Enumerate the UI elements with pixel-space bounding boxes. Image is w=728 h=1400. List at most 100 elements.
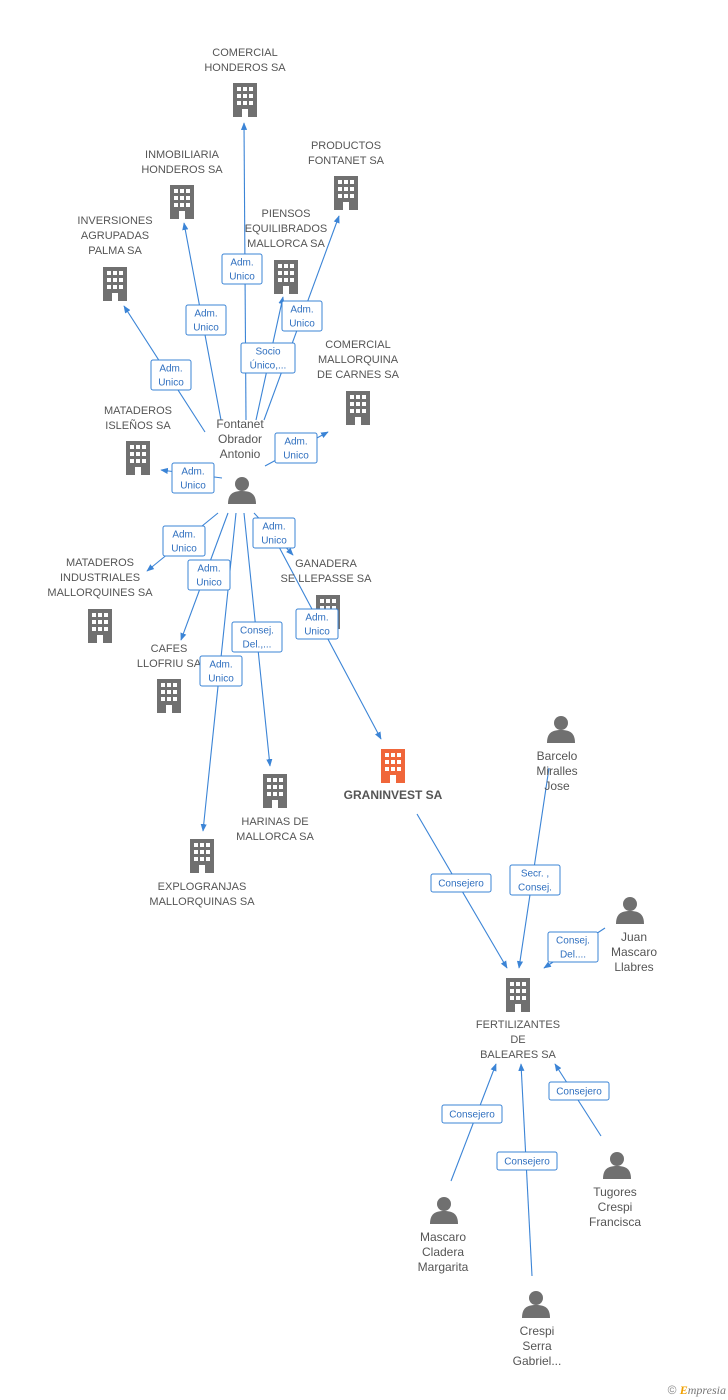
edge-label-juan-to-fertilizantes[interactable]: Consej.Del.... (547, 931, 599, 963)
node-label-line: BALEARES SA (480, 1049, 556, 1061)
node-label-line: Crespi (598, 1200, 633, 1214)
node-label-line: PALMA SA (88, 245, 142, 257)
edge-label-text: Adm. (305, 613, 328, 624)
node-label-line: FERTILIZANTES (476, 1019, 560, 1031)
edge-label-text: Unico (261, 536, 287, 547)
node-label-line: PRODUCTOS (311, 140, 381, 152)
person-icon (616, 897, 644, 924)
edge-label-box (185, 304, 227, 336)
edge-label-fontanet-to-ganadera[interactable]: Adm.Unico (252, 517, 296, 549)
edge-label-text: Del.... (560, 950, 586, 961)
edge-label-fontanet-to-inmobiliaria[interactable]: Adm.Unico (185, 304, 227, 336)
person-icon (603, 1152, 631, 1179)
edge-label-text: Adm. (181, 467, 204, 478)
node-label-line: ISLEÑOS SA (105, 419, 171, 432)
edge-label-fontanet-to-inversiones[interactable]: Adm. Unico (150, 359, 192, 391)
edge-label-box (281, 300, 323, 332)
node-label-line: Tugores (593, 1185, 637, 1199)
edge-label-text: Adm. (197, 564, 220, 575)
edge-label-fontanet-to-piensos[interactable]: SocioÚnico,... (240, 342, 296, 374)
person-icon (430, 1197, 458, 1224)
edge-label-box (547, 931, 599, 963)
node-label-line: LLOFRIU SA (137, 658, 202, 670)
edge-label-text: Consej. (240, 626, 274, 637)
building-icon (263, 774, 287, 808)
node-label-line: MALLORQUINA (318, 354, 399, 366)
node-label-line: Serra (522, 1339, 552, 1353)
edge-label-text: Consejero (449, 1110, 495, 1121)
edge-label-text: Secr. , (521, 869, 549, 880)
edge-label-text: Unico (196, 578, 222, 589)
edge-label-graninvest-to-fertilizantes[interactable]: Consejero (430, 873, 492, 893)
node-cafes[interactable]: CAFES LLOFRIU SA (137, 643, 202, 713)
edge-label-fontanet-to-comercial_honderos[interactable]: Adm.Unico (221, 253, 263, 285)
node-graninvest[interactable]: GRANINVEST SA (344, 749, 443, 802)
edge-label-fontanet-to-mataderos_industriales[interactable]: Adm.Unico (162, 525, 206, 557)
edge-label-text: Adm. (159, 364, 182, 375)
edge-label-tugores-to-fertilizantes[interactable]: Consejero (548, 1081, 610, 1101)
edge-label-text: Unico (193, 323, 219, 334)
edge-label-text: Adm. (172, 530, 195, 541)
edge-label-fontanet-to-comercial_mallorquina[interactable]: Adm.Unico (274, 432, 318, 464)
empresia-logo[interactable]: Empresia (679, 1383, 726, 1397)
node-label-line: Fontanet (216, 417, 264, 431)
node-label-line: Miralles (536, 764, 577, 778)
edge-label-box (199, 655, 243, 687)
node-label-line: Francisca (589, 1215, 641, 1229)
edge-label-box (162, 525, 206, 557)
building-icon (157, 679, 181, 713)
edge-label-fontanet-to-graninvest[interactable]: Adm.Unico (295, 608, 339, 640)
node-label-line: AGRUPADAS (81, 230, 149, 242)
edge-label-fontanet-to-explogranjas[interactable]: Adm.Unico (199, 655, 243, 687)
node-label-line: CAFES (151, 643, 188, 655)
edge-label-barcelo-to-fertilizantes[interactable]: Secr. ,Consej. (509, 864, 561, 896)
edge-label-text: Unico (229, 272, 255, 283)
edge-label-text: Unico (158, 378, 184, 389)
edge-label-fontanet-to-mataderos_islenos[interactable]: Adm.Unico (171, 462, 215, 494)
node-label-line: HONDEROS SA (141, 164, 223, 176)
building-icon (126, 441, 150, 475)
node-inversiones[interactable]: INVERSIONES AGRUPADAS PALMA SA (77, 215, 153, 301)
edge-label-text: Consejero (556, 1087, 602, 1098)
node-label-line: INVERSIONES (77, 215, 152, 227)
edge-label-fontanet-to-cafes[interactable]: Adm. Unico (187, 559, 231, 591)
building-icon (233, 83, 257, 117)
building-icon (88, 609, 112, 643)
node-fertilizantes[interactable]: FERTILIZANTES DE BALEARES SA (476, 978, 560, 1061)
edge-label-text: Adm. (284, 437, 307, 448)
edge-label-crespi_serra-to-fertilizantes[interactable]: Consejero (496, 1151, 558, 1171)
edge-label-box (171, 462, 215, 494)
node-crespi-serra[interactable]: CrespiSerraGabriel... (513, 1291, 562, 1368)
building-icon (346, 391, 370, 425)
edge-label-box (231, 621, 283, 653)
node-label-line: Mascaro (420, 1230, 466, 1244)
node-label-line: DE (510, 1034, 525, 1046)
node-label-line: Obrador (218, 432, 262, 446)
edge-label-fontanet-to-productos[interactable]: Adm.Unico (281, 300, 323, 332)
edge-label-box (221, 253, 263, 285)
node-label-line: EQUILIBRADOS (245, 223, 328, 235)
edge-label-box (240, 342, 296, 374)
node-label-line: Gabriel... (513, 1354, 562, 1368)
person-icon (228, 477, 256, 504)
edge-label-text: Unico (208, 674, 234, 685)
edge-label-box (509, 864, 561, 896)
edge-label-mascaro_cladera-to-fertilizantes[interactable]: Consejero (441, 1104, 503, 1124)
edge-label-fontanet-to-harinas[interactable]: Consej.Del.,... (231, 621, 283, 653)
